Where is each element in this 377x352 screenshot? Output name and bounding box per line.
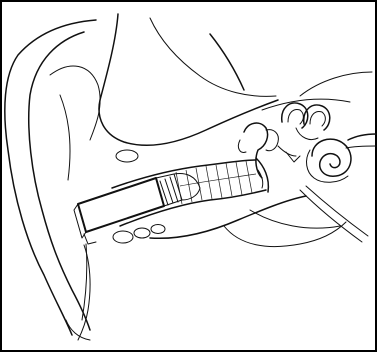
ear-anatomy-figure (0, 0, 377, 352)
figure-frame (1, 1, 376, 351)
ear-anatomy-drawing (0, 0, 377, 352)
